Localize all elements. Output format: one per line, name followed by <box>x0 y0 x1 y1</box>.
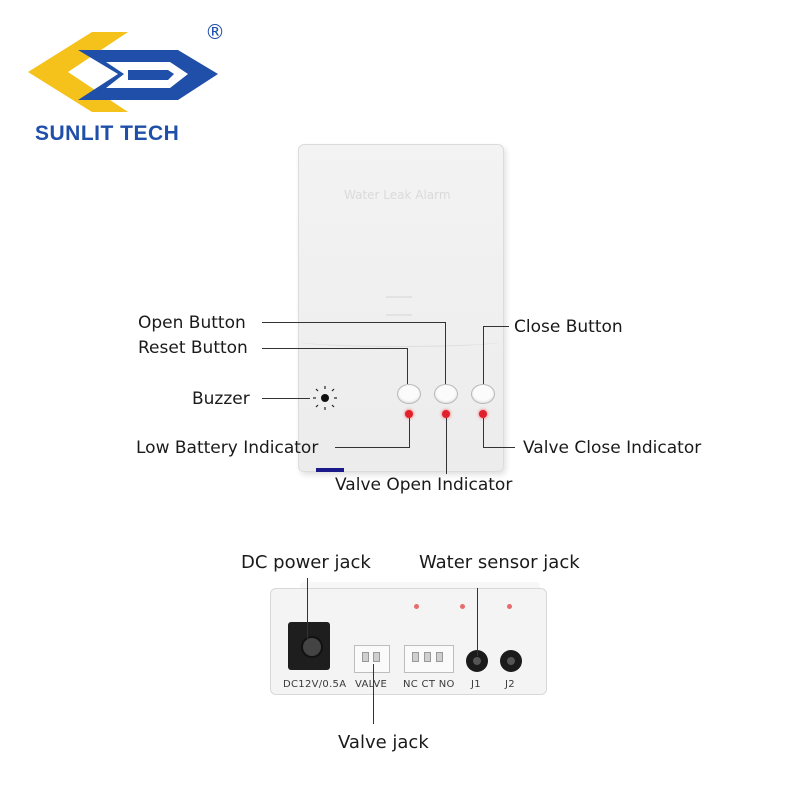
valve-open-indicator-label: Valve Open Indicator <box>335 475 513 495</box>
relay-port-label: NC CT NO <box>403 679 455 690</box>
registered-mark: ® <box>205 20 225 44</box>
open-button-label: Open Button <box>138 313 246 333</box>
brand-name: SUNLIT TECH <box>35 122 180 145</box>
close-button-leader-h <box>483 326 509 327</box>
device-foot <box>316 468 344 472</box>
low-battery-leader-v <box>409 418 410 448</box>
close-button-leader-v <box>483 326 484 384</box>
connector-pin <box>362 652 369 662</box>
valve-port-label: VALVE <box>355 679 388 690</box>
valve-connector <box>354 645 390 673</box>
reset-button-leader-v <box>407 348 408 384</box>
low-battery-leader-h <box>335 447 410 448</box>
buzzer-leader <box>262 398 310 399</box>
top-indicator-dot <box>460 604 465 609</box>
j2-sensor-jack-hole <box>507 657 515 665</box>
valve-close-leader-v <box>483 418 484 448</box>
j1-sensor-jack-hole <box>473 657 481 665</box>
buzzer-icon <box>313 386 337 410</box>
valve-close-led <box>479 410 487 418</box>
water-sensor-jack-leader <box>477 588 478 656</box>
low-battery-indicator-label: Low Battery Indicator <box>136 438 319 458</box>
open-button-leader-v <box>445 322 446 384</box>
reset-button-leader-h <box>262 348 408 349</box>
water-sensor-jack-label: Water sensor jack <box>419 552 580 573</box>
sunlit-tech-logo-icon <box>28 32 218 112</box>
open-button-leader-h <box>262 322 446 323</box>
device-front-divider <box>300 336 500 347</box>
top-indicator-dot <box>507 604 512 609</box>
close-button[interactable] <box>471 384 495 404</box>
device-printed-title: Water Leak Alarm <box>344 188 451 202</box>
buzzer-label: Buzzer <box>192 389 250 409</box>
dc-port-label: DC12V/0.5A <box>283 679 347 690</box>
valve-close-leader-h <box>483 447 515 448</box>
j1-port-label: J1 <box>471 679 481 690</box>
valve-jack-label: Valve jack <box>338 732 429 753</box>
dc-power-jack-label: DC power jack <box>241 552 371 573</box>
connector-pin <box>424 652 431 662</box>
valve-jack-leader <box>373 664 374 724</box>
dc-power-jack-socket <box>301 636 323 658</box>
reset-button[interactable] <box>397 384 421 404</box>
reset-button-label: Reset Button <box>138 338 248 358</box>
valve-open-led <box>442 410 450 418</box>
close-button-label: Close Button <box>514 317 623 337</box>
valve-close-indicator-label: Valve Close Indicator <box>523 438 702 458</box>
speaker-vent-icon <box>386 296 412 316</box>
j2-port-label: J2 <box>505 679 515 690</box>
connector-pin <box>373 652 380 662</box>
low-battery-led <box>405 410 413 418</box>
dc-power-jack-leader <box>307 578 308 640</box>
device-front-view <box>298 144 504 472</box>
open-button[interactable] <box>434 384 458 404</box>
top-indicator-dot <box>414 604 419 609</box>
connector-pin <box>412 652 419 662</box>
valve-open-leader-v <box>446 418 447 474</box>
connector-pin <box>436 652 443 662</box>
